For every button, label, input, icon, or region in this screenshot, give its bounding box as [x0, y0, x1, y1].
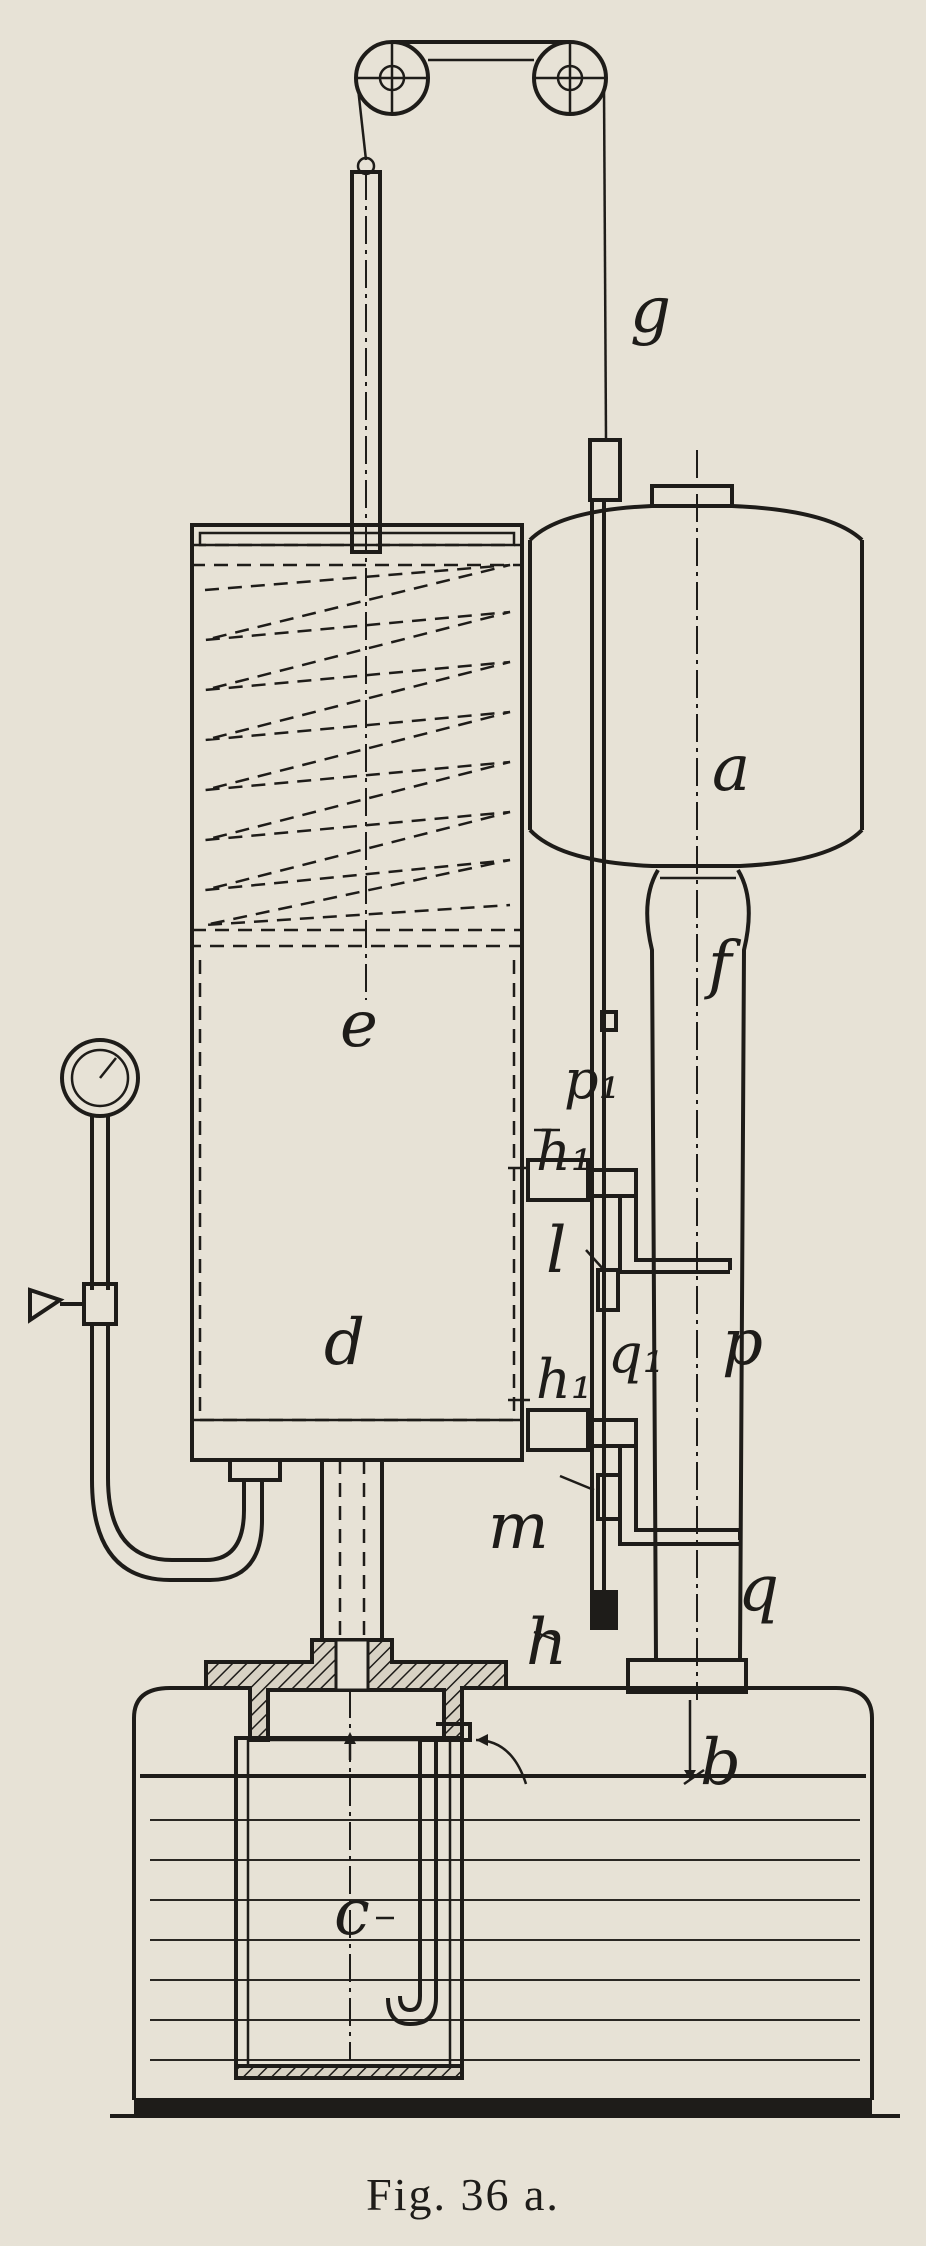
- leader-lines: [376, 1128, 705, 1920]
- label-d: d: [324, 1306, 365, 1380]
- label-h1-lower: h₁: [536, 1348, 592, 1411]
- pressure-gauge: [28, 1038, 264, 1582]
- label-h1-upper: h₁: [536, 1120, 592, 1183]
- label-l: l: [546, 1214, 566, 1288]
- column-f: [626, 868, 751, 1694]
- tank-a: [528, 450, 864, 1700]
- stem-d-to-c: [228, 1458, 384, 1642]
- label-h: h: [526, 1606, 567, 1680]
- label-m: m: [488, 1490, 549, 1564]
- inner-vessel-c: [234, 1690, 528, 2080]
- label-p1: p₁: [564, 1048, 620, 1111]
- vessel-d: [190, 523, 524, 1462]
- label-e: e: [340, 988, 378, 1062]
- label-a: a: [712, 732, 750, 806]
- rod-e: [350, 156, 382, 1000]
- level-marker-arrow: [684, 1770, 696, 1780]
- label-q: q: [738, 1552, 779, 1626]
- label-b: b: [700, 1726, 741, 1800]
- label-c: c: [334, 1876, 370, 1950]
- label-q1: q₁: [608, 1322, 664, 1385]
- container-b: [110, 1686, 900, 2118]
- pulley-assembly: [354, 40, 608, 441]
- label-f: f: [704, 928, 742, 1002]
- slide-rod: [526, 438, 742, 1630]
- figure-caption: Fig. 36 a.: [366, 2169, 560, 2220]
- label-g: g: [630, 274, 671, 348]
- label-p: p: [722, 1306, 763, 1380]
